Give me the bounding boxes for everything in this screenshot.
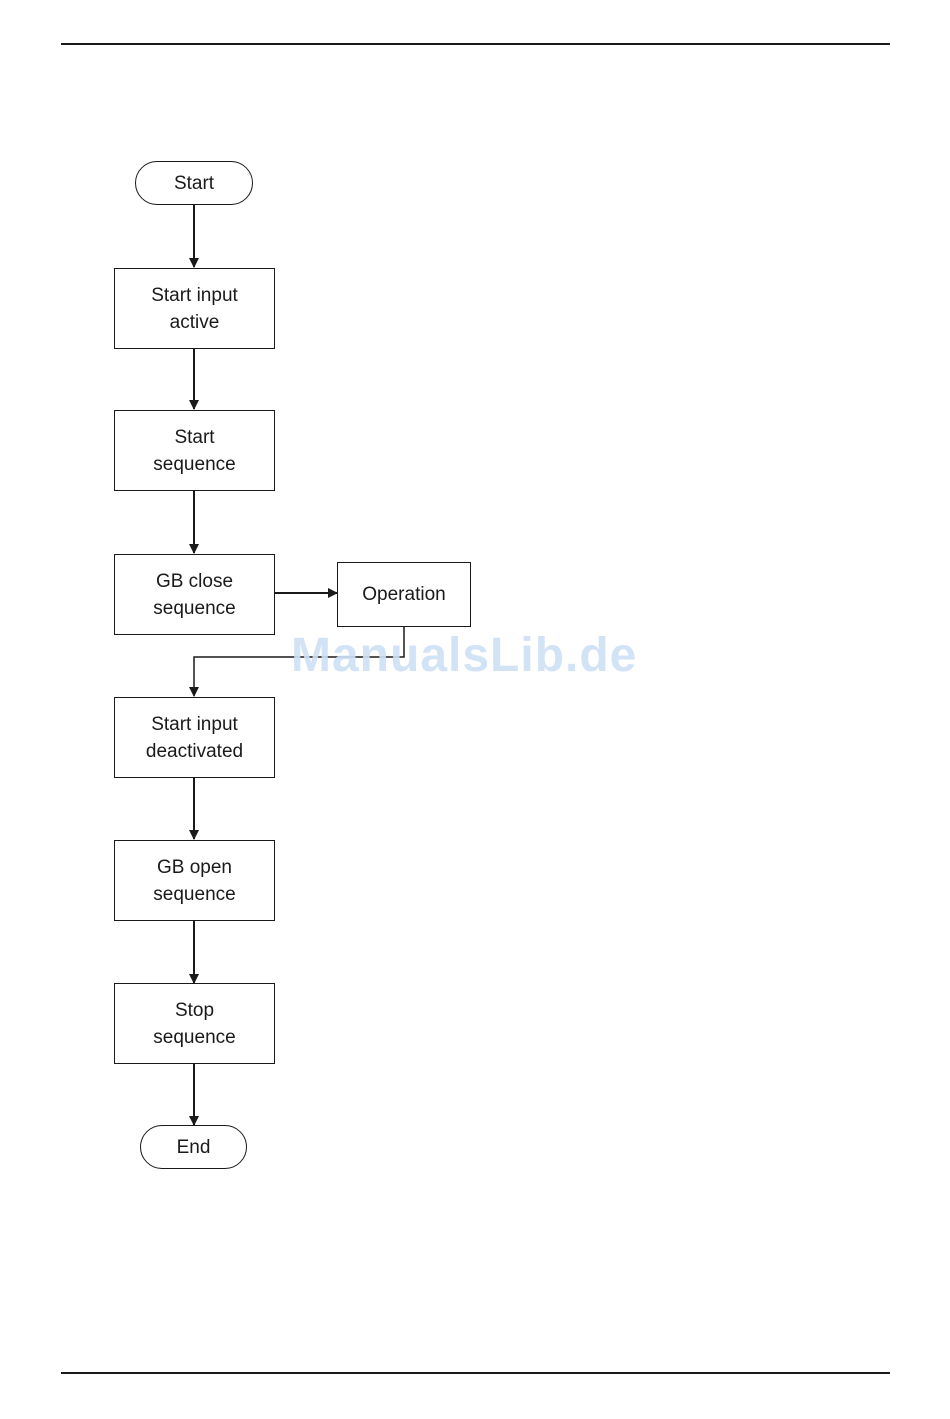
gb-open-sequence-label-2: sequence xyxy=(153,881,235,908)
start-terminal: Start xyxy=(135,161,253,205)
gb-open-sequence-label-1: GB open xyxy=(157,854,232,881)
start-sequence-box: Start sequence xyxy=(114,410,275,491)
start-sequence-label-2: sequence xyxy=(153,451,235,478)
gb-close-sequence-label-2: sequence xyxy=(153,595,235,622)
stop-sequence-label-1: Stop xyxy=(175,997,214,1024)
start-input-active-label-1: Start input xyxy=(151,282,238,309)
start-sequence-label-1: Start xyxy=(174,424,214,451)
start-input-active-box: Start input active xyxy=(114,268,275,349)
start-input-deactivated-label-2: deactivated xyxy=(146,738,243,765)
start-input-active-label-2: active xyxy=(170,309,220,336)
gb-close-sequence-label-1: GB close xyxy=(156,568,233,595)
gb-open-sequence-box: GB open sequence xyxy=(114,840,275,921)
start-input-deactivated-box: Start input deactivated xyxy=(114,697,275,778)
operation-box: Operation xyxy=(337,562,471,627)
end-terminal-label: End xyxy=(177,1134,211,1161)
stop-sequence-box: Stop sequence xyxy=(114,983,275,1064)
connector-operation-to-start-input-deactivated xyxy=(194,626,404,696)
stop-sequence-label-2: sequence xyxy=(153,1024,235,1051)
end-terminal: End xyxy=(140,1125,247,1169)
start-terminal-label: Start xyxy=(174,170,214,197)
operation-label: Operation xyxy=(362,581,445,608)
start-input-deactivated-label-1: Start input xyxy=(151,711,238,738)
gb-close-sequence-box: GB close sequence xyxy=(114,554,275,635)
